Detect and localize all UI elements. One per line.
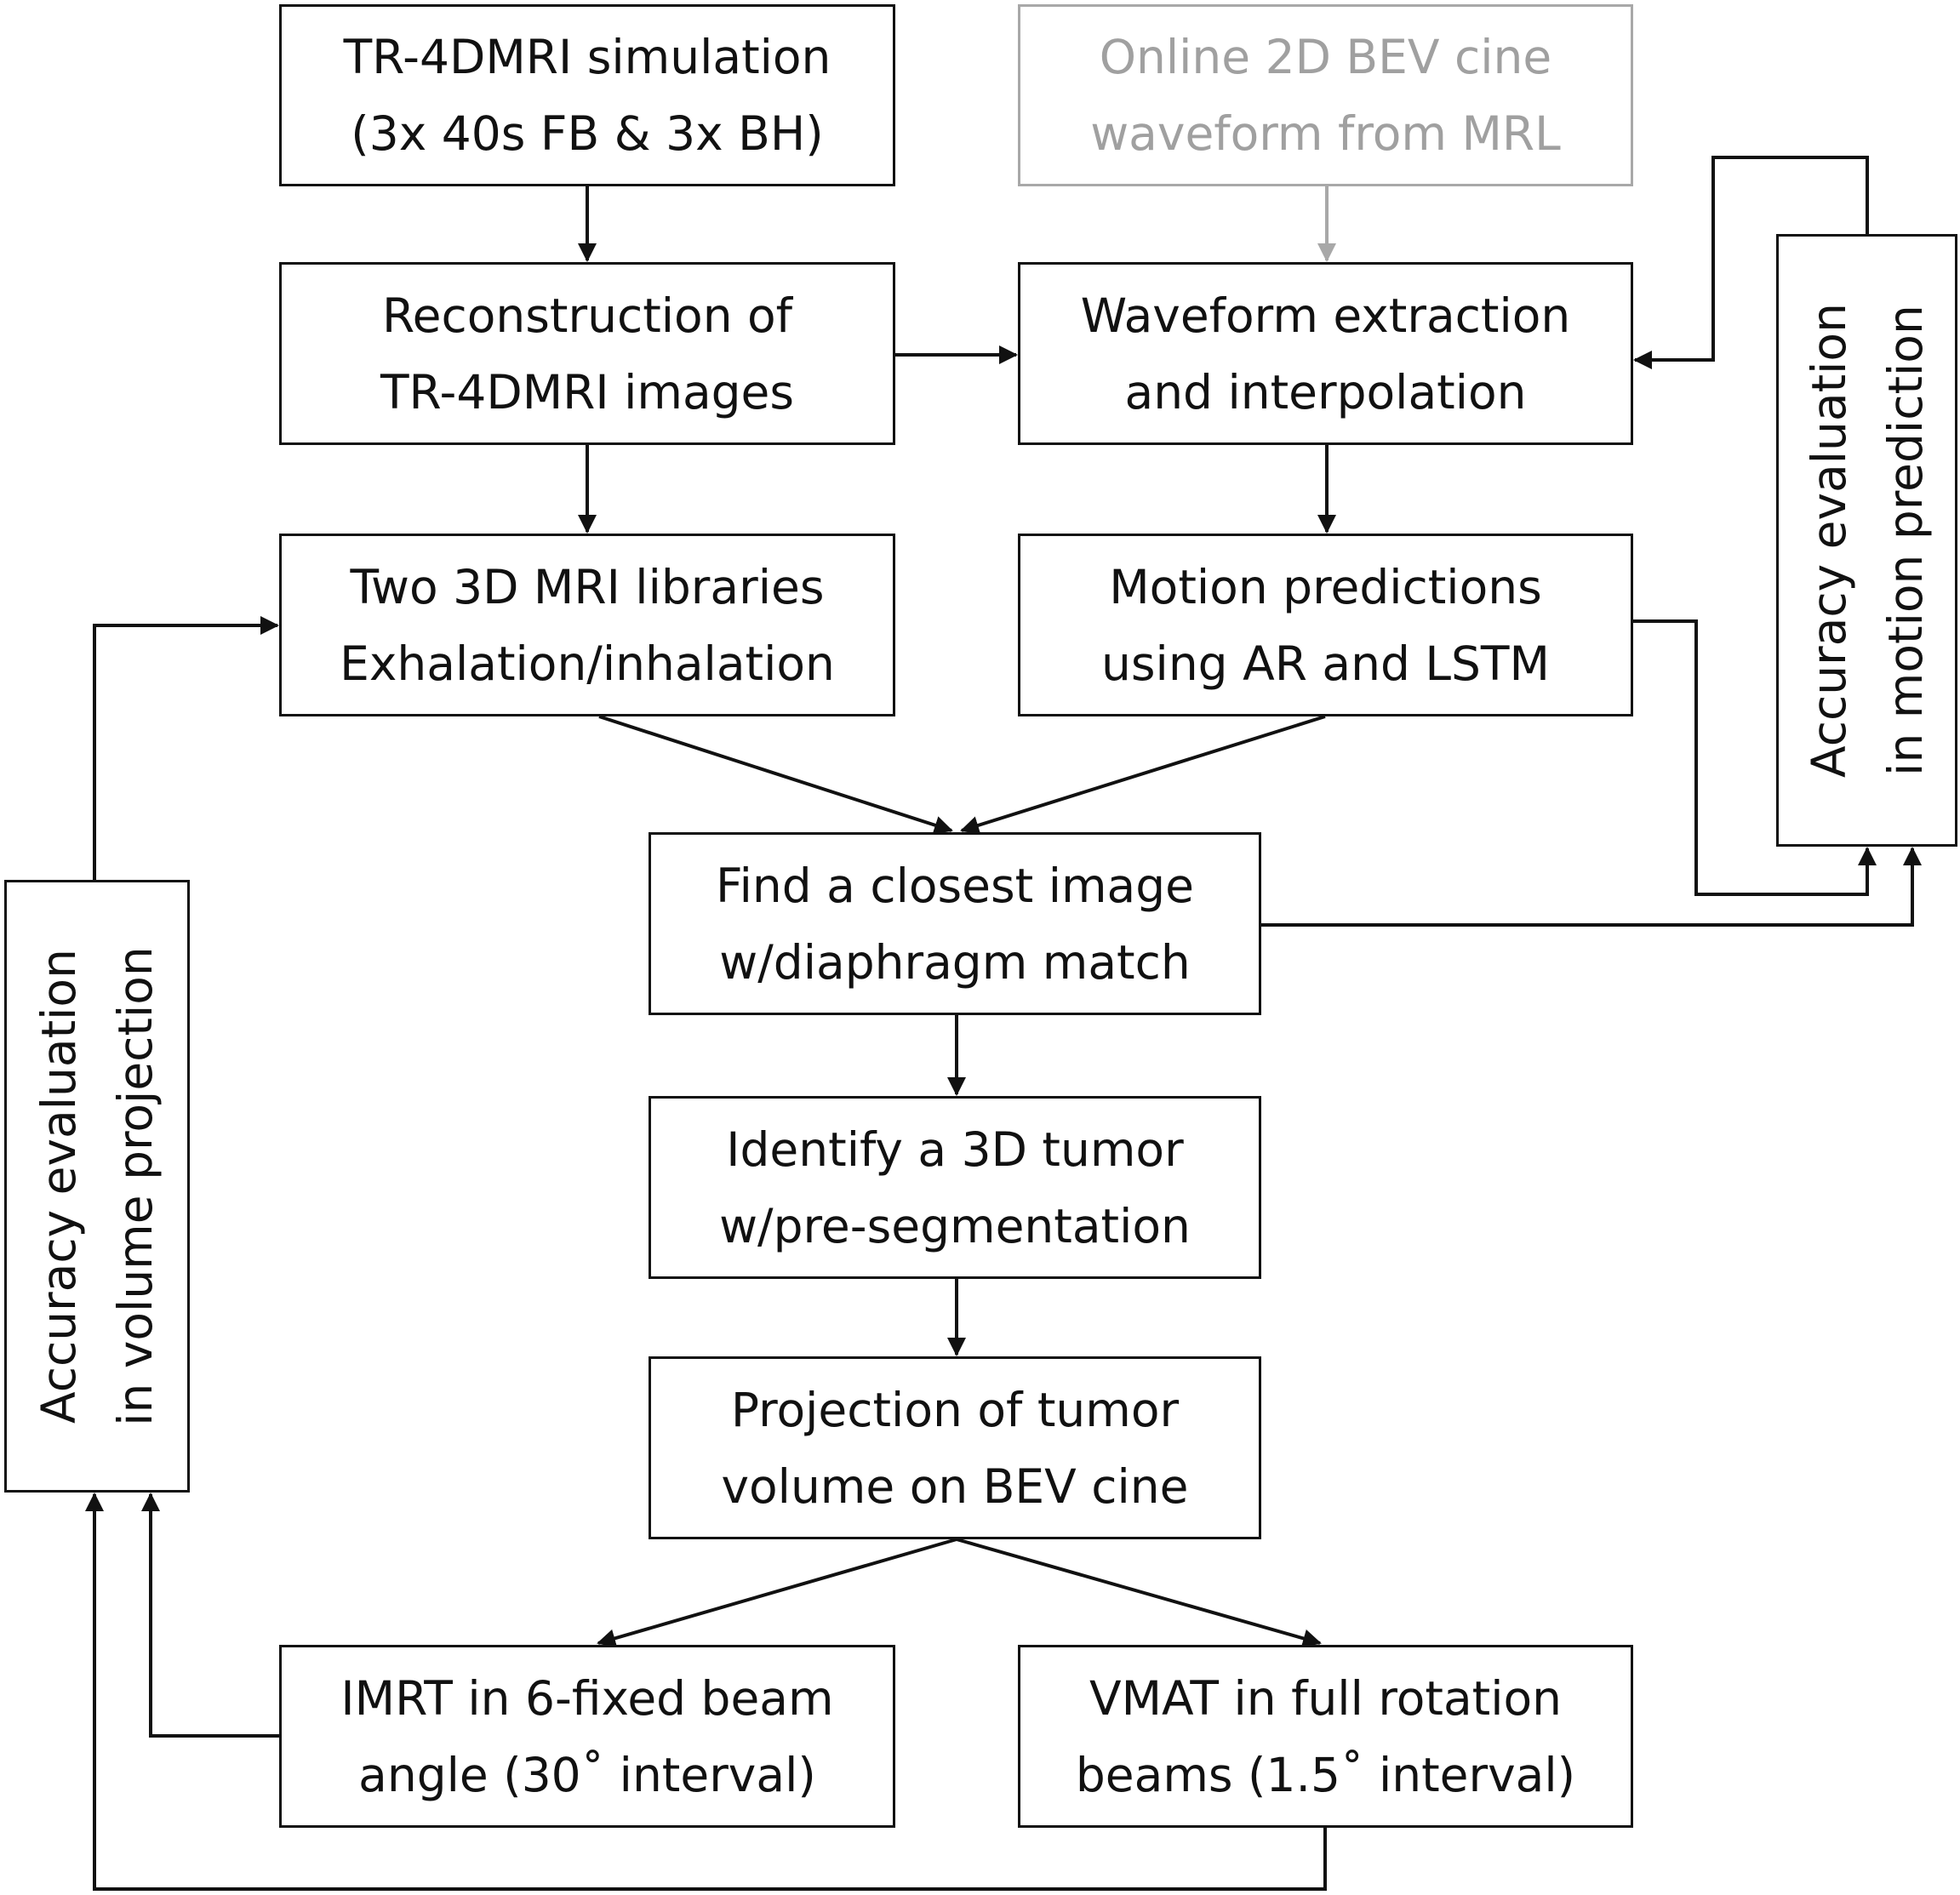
arrow-libraries-to-find	[598, 715, 953, 835]
node-vmat: VMAT in full rotation beams (1.5˚ interv…	[1018, 1645, 1633, 1828]
node-label: Accuracy evaluation in volume projection	[31, 946, 163, 1426]
node-reconstruction: Reconstruction of TR-4DMRI images	[279, 262, 895, 445]
arrow-accvolume-to-libraries	[93, 616, 279, 880]
arrow-accmotion-to-waveform	[1633, 156, 1869, 369]
node-find-closest-image: Find a closest image w/diaphragm match	[649, 832, 1261, 1015]
node-label: Accuracy evaluation in motion prediction	[1801, 303, 1933, 778]
node-online-bev-cine: Online 2D BEV cine waveform from MRL	[1018, 4, 1633, 186]
arrow-projection-to-imrt	[597, 1538, 957, 1647]
arrow-projection-to-vmat	[956, 1538, 1322, 1648]
node-tr4dmri-simulation: TR-4DMRI simulation (3x 40s FB & 3x BH)	[279, 4, 895, 186]
node-identify-tumor: Identify a 3D tumor w/pre-segmentation	[649, 1096, 1261, 1279]
node-label: Waveform extraction and interpolation	[1080, 288, 1571, 420]
node-accuracy-motion-prediction: Accuracy evaluation in motion prediction	[1776, 234, 1957, 847]
node-imrt: IMRT in 6-fixed beam angle (30˚ interval…	[279, 1645, 895, 1828]
node-waveform-extraction: Waveform extraction and interpolation	[1018, 262, 1633, 445]
node-mri-libraries: Two 3D MRI libraries Exhalation/inhalati…	[279, 534, 895, 716]
node-label: Online 2D BEV cine waveform from MRL	[1090, 30, 1561, 161]
node-label: Find a closest image w/diaphragm match	[715, 858, 1195, 990]
arrow-vmat-to-accvolume	[85, 1493, 1327, 1891]
node-label: Two 3D MRI libraries Exhalation/inhalati…	[340, 559, 835, 691]
node-label: Projection of tumor volume on BEV cine	[721, 1382, 1189, 1514]
node-label: Reconstruction of TR-4DMRI images	[380, 288, 795, 420]
node-label: Identify a 3D tumor w/pre-segmentation	[719, 1122, 1191, 1253]
node-label: VMAT in full rotation beams (1.5˚ interv…	[1075, 1670, 1576, 1802]
arrow-imrt-to-accvolume	[141, 1493, 279, 1738]
node-projection-tumor-volume: Projection of tumor volume on BEV cine	[649, 1356, 1261, 1539]
node-label: Motion predictions using AR and LSTM	[1101, 559, 1550, 691]
node-motion-predictions: Motion predictions using AR and LSTM	[1018, 534, 1633, 716]
arrow-find-to-accmotion	[1261, 847, 1922, 927]
node-accuracy-volume-projection: Accuracy evaluation in volume projection	[4, 880, 190, 1493]
arrow-motion-to-accmotion	[1633, 619, 1877, 896]
node-label: IMRT in 6-fixed beam angle (30˚ interval…	[340, 1670, 834, 1802]
node-label: TR-4DMRI simulation (3x 40s FB & 3x BH)	[343, 30, 831, 161]
arrow-motion-to-find	[960, 715, 1326, 835]
